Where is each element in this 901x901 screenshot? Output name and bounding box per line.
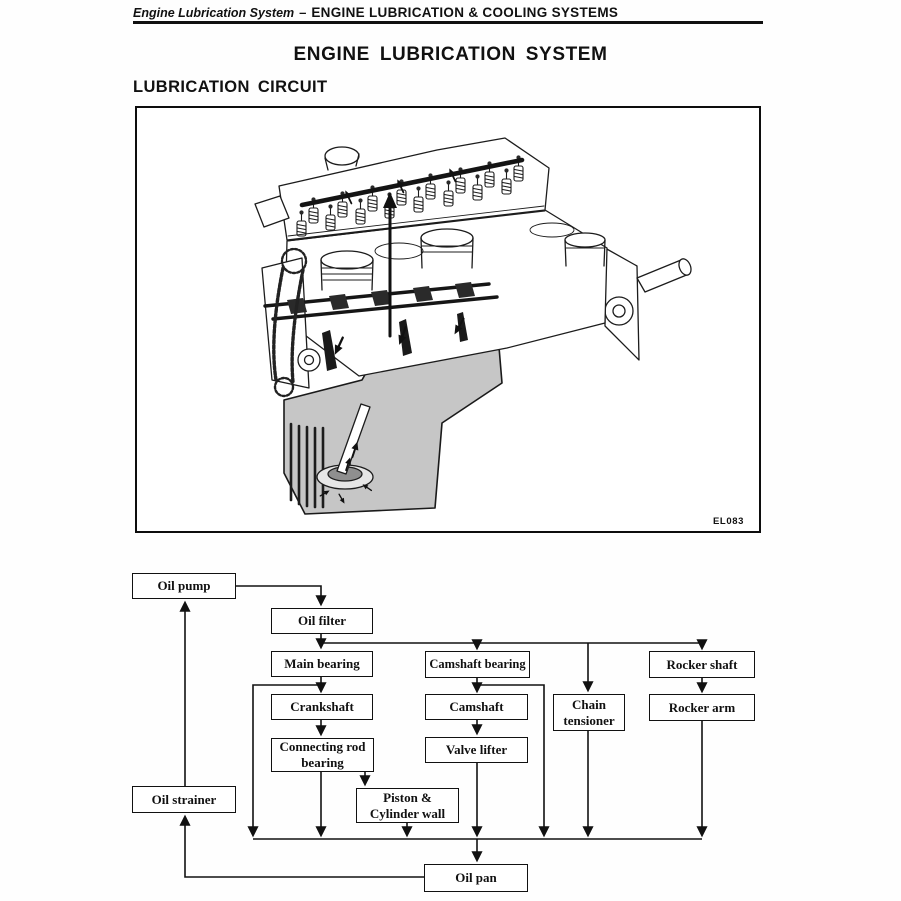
engine-figure — [254, 137, 692, 515]
flow-box-crankshaft: Crankshaft — [271, 694, 373, 720]
flow-box-chain-tensioner: Chain tensioner — [553, 694, 625, 731]
flow-box-oil-strainer: Oil strainer — [132, 786, 236, 813]
flow-box-main-bearing: Main bearing — [271, 651, 373, 677]
flow-box-piston-cylinder-wall: Piston & Cylinder wall — [356, 788, 459, 823]
flow-box-oil-pump: Oil pump — [132, 573, 236, 599]
figure-frame: EL083 — [135, 106, 761, 533]
timing-chain — [272, 247, 308, 398]
crankshaft — [263, 282, 499, 371]
section-heading: LUBRICATION CIRCUIT — [133, 78, 328, 96]
flow-box-oil-filter: Oil filter — [271, 608, 373, 634]
figure-code-label: EL083 — [713, 516, 744, 527]
breadcrumb-separator: – — [299, 5, 307, 20]
breadcrumb: Engine Lubrication System–ENGINE LUBRICA… — [133, 5, 773, 20]
oil-pickup-tube — [336, 403, 371, 475]
flow-box-connecting-rod-bearing: Connecting rod bearing — [271, 738, 374, 772]
flow-box-rocker-shaft: Rocker shaft — [649, 651, 755, 678]
rocker-shaft-bar — [299, 157, 525, 208]
flow-box-valve-lifter: Valve lifter — [425, 737, 528, 763]
page-title: ENGINE LUBRICATION SYSTEM — [293, 44, 608, 65]
breadcrumb-section: Engine Lubrication System — [133, 6, 295, 20]
flow-box-rocker-arm: Rocker arm — [649, 694, 755, 721]
coolant-pipe — [636, 258, 692, 293]
flow-box-oil-pan: Oil pan — [424, 864, 528, 892]
oil-flow-arrows — [318, 166, 469, 506]
flow-box-camshaft: Camshaft — [425, 694, 528, 720]
header-rule — [133, 21, 763, 24]
breadcrumb-chapter: ENGINE LUBRICATION & COOLING SYSTEMS — [311, 5, 619, 20]
flow-box-camshaft-bearing: Camshaft bearing — [425, 651, 530, 678]
